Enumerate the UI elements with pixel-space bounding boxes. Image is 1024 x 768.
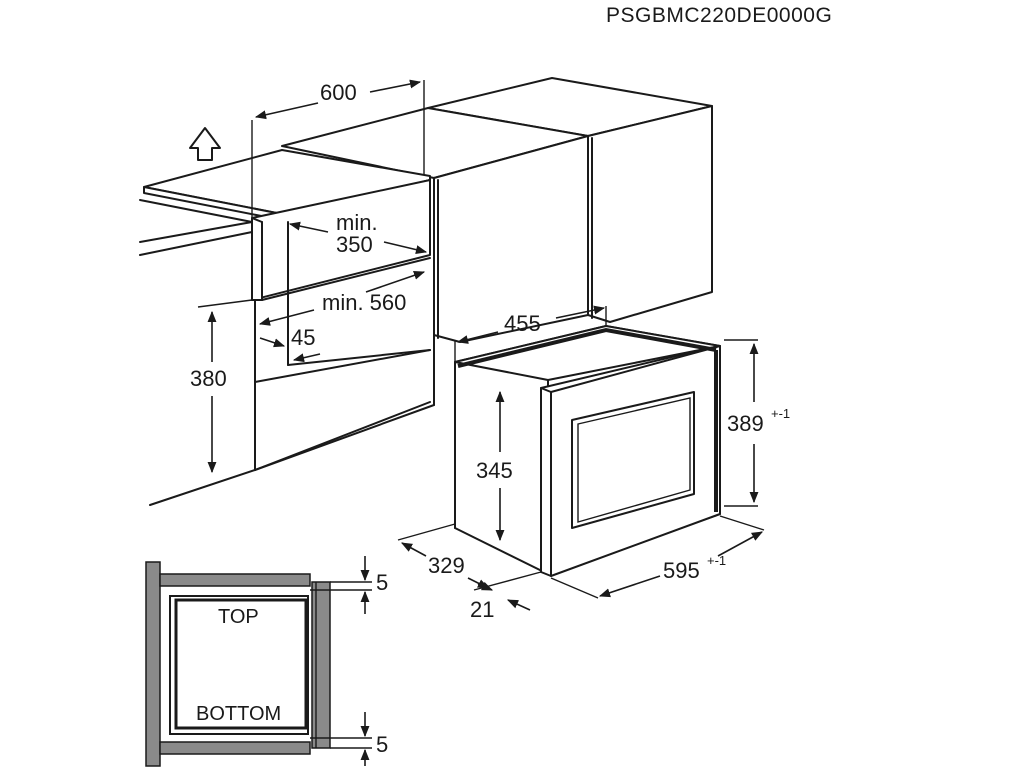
label-345: 345 (476, 458, 513, 483)
appliance-window (571, 391, 695, 529)
dim-setback: 45 (259, 325, 321, 363)
label-595-tol: +-1 (707, 553, 726, 568)
dim-cabinet-width: 600 (251, 79, 425, 218)
tall-cabinet (427, 77, 713, 323)
label-350: 350 (336, 232, 373, 257)
label-45: 45 (291, 325, 315, 350)
label-455: 455 (504, 311, 541, 336)
dim-min-width: min. 560 (258, 271, 426, 326)
label-329: 329 (428, 553, 465, 578)
label-min: min. (336, 210, 378, 235)
dim-frame-depth: 21 (470, 581, 531, 622)
label-389: 389 (727, 411, 764, 436)
model-code: PSGBMC220DE0000G (606, 4, 832, 27)
up-arrow-icon (189, 127, 221, 161)
label-21: 21 (470, 597, 494, 622)
dim-niche-height: 380 (190, 299, 253, 474)
label-bottom: BOTTOM (196, 703, 281, 725)
dim-frame-width: 595 +-1 (550, 515, 765, 599)
dim-front-height: 389 +-1 (724, 339, 790, 507)
label-380: 380 (190, 366, 227, 391)
label-min-560: min. 560 (322, 290, 406, 315)
appliance-drawing: 455 389 +-1 345 329 21 (397, 305, 790, 622)
label-top: TOP (218, 606, 259, 628)
label-389-tol: +-1 (771, 406, 790, 421)
label-gap-top: 5 (376, 570, 388, 595)
label-600: 600 (320, 80, 357, 105)
label-gap-bottom: 5 (376, 732, 388, 757)
label-595: 595 (663, 558, 700, 583)
dim-gap-bottom: 5 (310, 712, 388, 766)
middle-cabinet (281, 107, 589, 406)
dim-body-height: 345 (476, 390, 513, 542)
dim-min-depth: min. 350 (288, 210, 428, 257)
cabinet-drawing: 600 min. 350 min. 560 45 380 (139, 77, 713, 506)
dim-gap-top: 5 (310, 556, 388, 614)
dim-body-width: 455 (454, 305, 607, 362)
section-view: TOP BOTTOM 5 5 (145, 556, 388, 767)
niche-frame (149, 179, 435, 506)
